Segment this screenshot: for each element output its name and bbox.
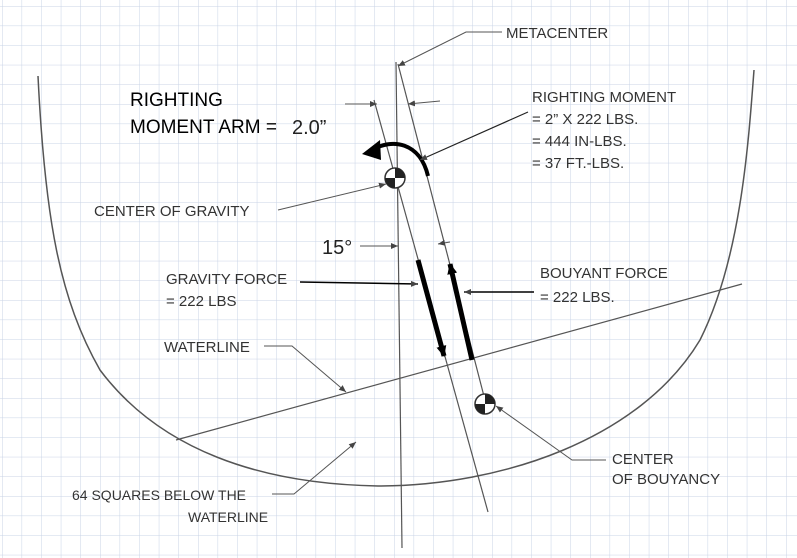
- center-of-bouyancy-label-line1: CENTER: [612, 451, 674, 468]
- squares-label-line2: WATERLINE: [188, 509, 268, 525]
- hull-outline: [37, 69, 755, 487]
- righting-moment-line2: = 444 IN-LBS.: [532, 133, 627, 150]
- bouyant-force-label-line1: BOUYANT FORCE: [540, 265, 668, 282]
- metacenter-label: METACENTER: [506, 25, 608, 42]
- angle-dim-right: [437, 239, 451, 246]
- center-of-gravity-label: CENTER OF GRAVITY: [94, 203, 250, 220]
- center-of-bouyancy-symbol: [474, 393, 496, 415]
- gravity-force-label-line1: GRAVITY FORCE: [166, 271, 287, 288]
- righting-moment-arm-label-line2: MOMENT ARM =: [130, 117, 277, 138]
- center-of-gravity-symbol: [384, 167, 406, 189]
- righting-moment-line3: = 37 FT.-LBS.: [532, 155, 624, 172]
- angle-label: 15°: [322, 237, 352, 259]
- waterline-label: WATERLINE: [164, 339, 250, 356]
- righting-moment-arm-label-line1: RIGHTING: [130, 90, 223, 111]
- gravity-force-arrow: [415, 259, 447, 357]
- righting-moment-title: RIGHTING MOMENT: [532, 89, 676, 106]
- righting-moment-line1: = 2” X 222 LBS.: [532, 111, 638, 128]
- waterline-leader: [264, 345, 347, 393]
- bouyant-force-arrow: [447, 263, 475, 361]
- squares-leader: [272, 441, 357, 495]
- center-of-bouyancy-leader: [495, 405, 606, 461]
- squares-label-line1: 64 SQUARES BELOW THE: [72, 487, 246, 503]
- righting-moment-leader: [419, 111, 529, 161]
- metacenter-leader: [397, 31, 502, 67]
- bouyant-force-label-line2: = 222 LBS.: [540, 289, 615, 306]
- gravity-force-leader: [299, 280, 419, 287]
- center-of-gravity-leader: [277, 182, 387, 211]
- waterline-line: [175, 283, 743, 441]
- righting-moment-arrowhead: [362, 140, 381, 160]
- center-of-bouyancy-label-line2: OF BOUYANCY: [612, 471, 720, 488]
- arm-value-label: 2.0”: [292, 117, 326, 139]
- gravity-force-label-line2: = 222 LBS: [166, 293, 236, 310]
- arm-dim-right: [407, 100, 441, 107]
